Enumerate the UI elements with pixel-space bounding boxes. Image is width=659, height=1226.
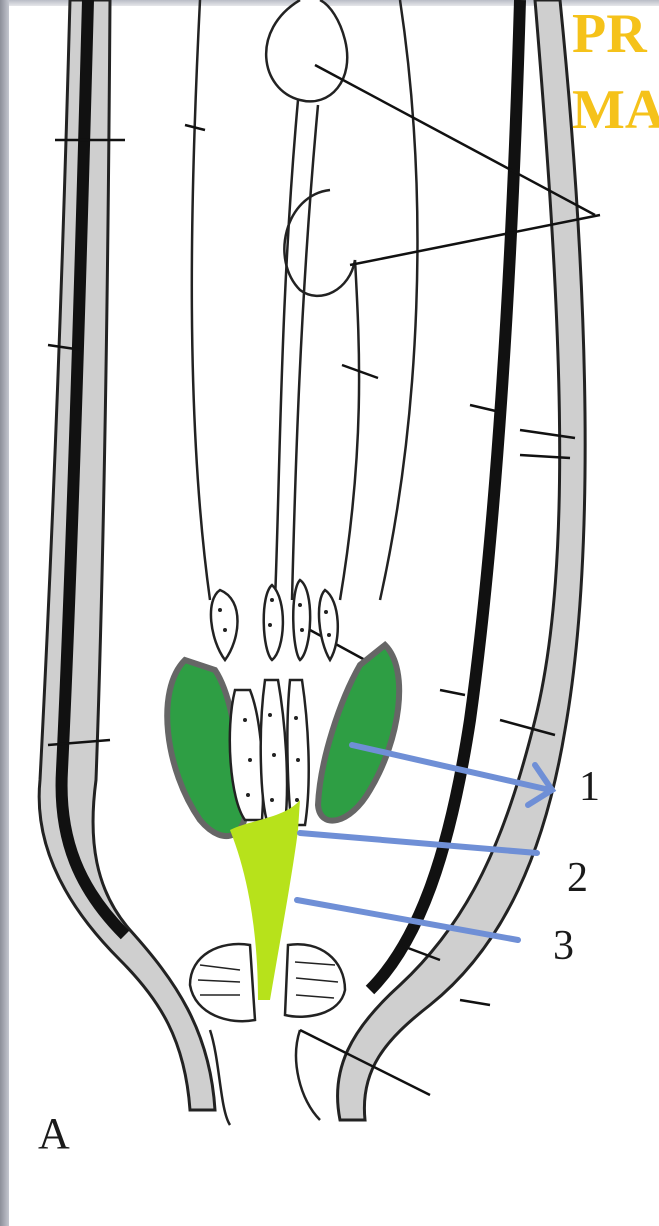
- ovary-base: [210, 1030, 320, 1125]
- inner-petal-right: [380, 0, 417, 600]
- style-column: [275, 100, 318, 600]
- label-1: 1: [579, 766, 600, 808]
- inner-petal-left: [192, 0, 210, 600]
- style-upper-lobe: [266, 0, 347, 101]
- label-3: 3: [553, 925, 574, 967]
- panel-letter: A: [38, 1112, 70, 1156]
- slide-title-line-2: MA: [572, 82, 659, 138]
- slide-title-line-1: PR: [572, 6, 647, 62]
- style-column-right: [340, 260, 359, 600]
- right-wall-gray: [338, 0, 586, 1120]
- style-lower-lobe: [284, 190, 355, 296]
- anther-right: [318, 645, 399, 821]
- label-2: 2: [567, 857, 588, 899]
